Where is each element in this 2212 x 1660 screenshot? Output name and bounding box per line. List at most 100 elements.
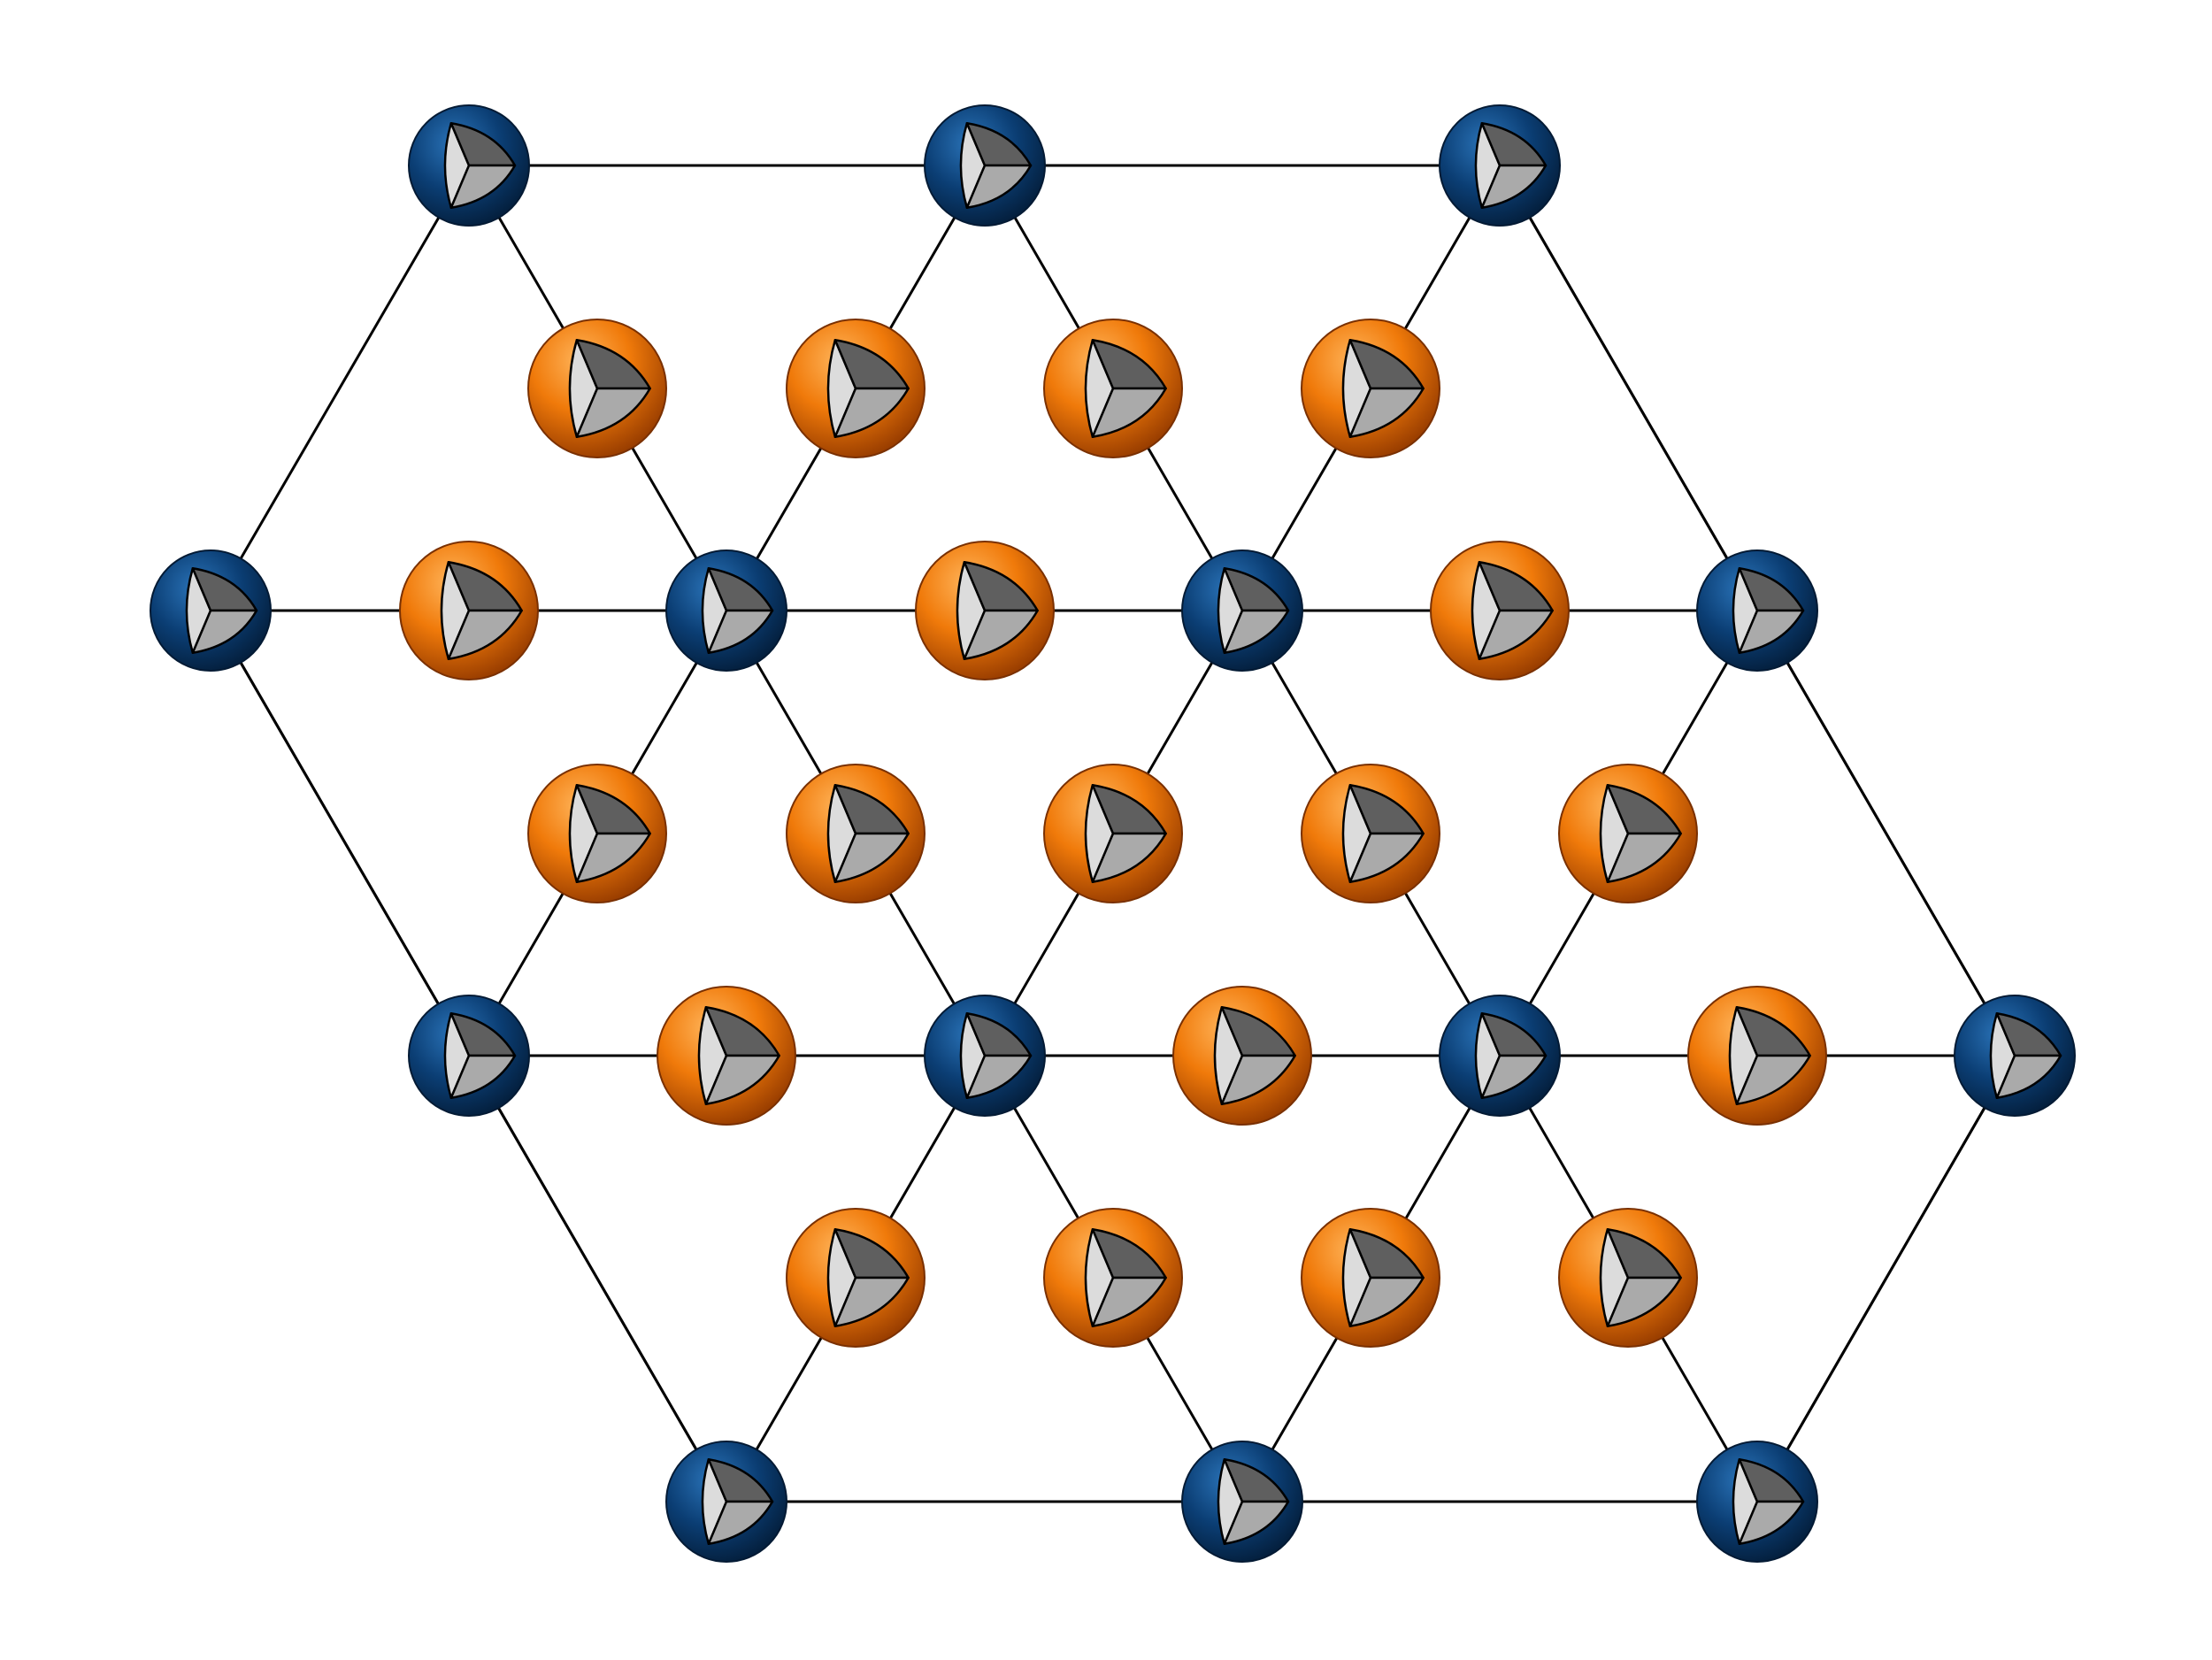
octant-light [568,783,599,884]
octant-dark [1480,1012,1548,1057]
octant-dark [1738,1458,1805,1503]
atom-blue [1696,1441,1818,1563]
atom-orange [1687,986,1827,1126]
octant-light [1084,338,1115,439]
octant-dark [1606,783,1682,835]
atom-blue [924,104,1046,227]
octant-light [1084,1227,1115,1328]
octant-mid [1091,832,1167,884]
octant-mid [1735,1054,1811,1106]
octant-mid [1091,387,1167,439]
octant-mid [1738,609,1805,654]
atom-orange [1043,764,1183,903]
atom-blue [150,549,272,672]
octant-dark [1606,1227,1682,1280]
octant-mid [575,832,651,884]
octant-light [1989,1012,2016,1099]
atom-blue [1696,549,1818,672]
octant-mid [1223,609,1290,654]
bond-line [1755,1055,2016,1502]
octant-dark [575,338,651,390]
atom-orange [1430,541,1570,680]
atom-blue [408,104,530,227]
atom-blue [924,995,1046,1117]
octant-mid [965,164,1033,209]
octant-light [1732,567,1759,654]
octant-dark [965,122,1033,167]
octant-dark [833,1227,910,1280]
octant-mid [1348,387,1425,439]
atom-blue [665,1441,787,1563]
octant-light [701,567,728,654]
octant-mid [447,609,523,661]
octant-dark [449,1012,517,1057]
octant-dark [1480,122,1548,167]
octant-light [697,1005,728,1106]
octant-dark [1735,1005,1811,1057]
atom-orange [657,986,796,1126]
octant-light [1471,560,1502,661]
octant-light [1217,567,1244,654]
atom-orange [399,541,539,680]
octant-light [1341,338,1372,439]
atom-orange [786,319,926,458]
octant-mid [707,1500,774,1545]
octant-dark [1348,1227,1425,1280]
octant-dark [1091,338,1167,390]
octant-mid [191,609,258,654]
bond-line [209,165,471,611]
atom-blue [1181,549,1303,672]
octant-mid [1738,1500,1805,1545]
octant-mid [1348,1276,1425,1328]
octant-dark [1091,783,1167,835]
atom-blue [1439,104,1561,227]
octant-light [959,122,987,209]
atom-orange [527,764,667,903]
octant-dark [447,560,523,612]
octant-light [1599,1227,1630,1328]
octant-dark [833,338,910,390]
octant-light [1732,1458,1759,1545]
octant-light [568,338,599,439]
octant-mid [1348,832,1425,884]
octant-mid [1606,1276,1682,1328]
octant-mid [963,609,1039,661]
octant-mid [833,832,910,884]
octant-dark [833,783,910,835]
octant-dark [965,1012,1033,1057]
atoms [150,104,2076,1563]
octant-light [1599,783,1630,884]
octant-dark [1478,560,1554,612]
octant-dark [1348,783,1425,835]
octant-mid [833,387,910,439]
octant-mid [965,1054,1033,1099]
atom-blue [1181,1441,1303,1563]
octant-dark [1220,1005,1296,1057]
octant-light [826,1227,857,1328]
octant-light [440,560,471,661]
octant-light [1474,122,1502,209]
octant-mid [449,164,517,209]
atom-orange [1172,986,1312,1126]
octant-mid [575,387,651,439]
atom-orange [1301,1208,1440,1348]
octant-light [185,567,212,654]
octant-dark [1223,1458,1290,1503]
octant-mid [1995,1054,2062,1099]
octant-dark [1738,567,1805,612]
atom-orange [527,319,667,458]
octant-light [1217,1458,1244,1545]
atom-orange [1043,319,1183,458]
atom-orange [915,541,1055,680]
octant-dark [707,1458,774,1503]
octant-dark [575,783,651,835]
atom-blue [408,995,530,1117]
octant-mid [449,1054,517,1099]
atom-orange [1043,1208,1183,1348]
octant-light [1213,1005,1244,1106]
atom-orange [1558,1208,1698,1348]
octant-light [1084,783,1115,884]
atom-blue [1954,995,2076,1117]
